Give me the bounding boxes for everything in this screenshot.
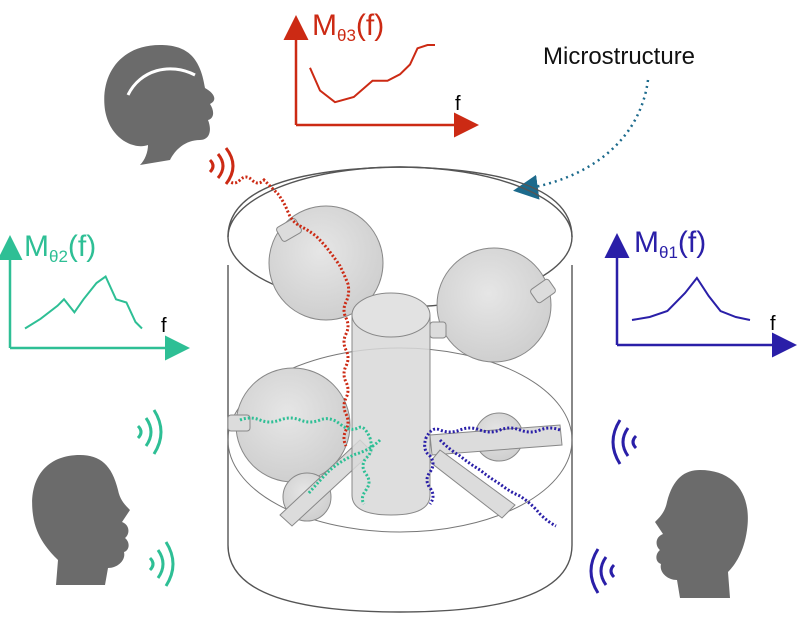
- head-speaking-right-icon: [655, 470, 748, 598]
- plot-theta3-title: Mθ3(f): [312, 9, 384, 45]
- wave-blue: [423, 426, 561, 528]
- plot-theta1-title: Mθ1(f): [634, 226, 706, 262]
- sphere-top-right: [436, 247, 552, 363]
- plot-theta1-curve: [631, 276, 751, 321]
- wave-paths: [226, 175, 561, 528]
- plot-theta2: Mθ2(f) f: [0, 230, 190, 361]
- plot-theta1: Mθ1(f) f: [604, 226, 797, 358]
- neck-left: [227, 414, 251, 432]
- sound-wave-icon-blue-lower: [589, 548, 616, 594]
- plot-theta1-x-label: f: [770, 313, 776, 335]
- neck-mid-right: [429, 321, 447, 339]
- wave-red: [226, 175, 351, 447]
- microstructure-label: Microstructure: [543, 43, 695, 70]
- cylinder-outline: [227, 265, 573, 613]
- tube-right: [429, 424, 563, 456]
- central-column-top: [351, 292, 431, 338]
- microstructure-resonators: [227, 205, 563, 527]
- plot-theta3-x-label: f: [455, 93, 461, 115]
- plot-theta2-title: Mθ2(f): [24, 230, 96, 266]
- sound-wave-icon-green-lower: [148, 541, 175, 587]
- plot-theta2-x-label: f: [161, 315, 167, 337]
- neck-top-right: [530, 278, 556, 304]
- sound-wave-icon-green-upper: [136, 409, 163, 455]
- wave-green: [239, 416, 382, 505]
- neck-top-left: [276, 218, 302, 242]
- microstructure-pointer-arrow: [513, 79, 650, 200]
- central-column: [351, 315, 431, 516]
- plot-theta3: Mθ3(f) f: [283, 9, 479, 138]
- tube-lower-right: [429, 449, 516, 519]
- plot-theta3-curve: [309, 44, 435, 104]
- head-side-view-icon: [104, 45, 215, 165]
- plot-theta2-curve: [24, 274, 143, 330]
- sound-wave-icon-red: [208, 147, 235, 185]
- sound-wave-icon-blue-upper: [611, 419, 638, 465]
- head-speaking-left-icon: [32, 455, 130, 585]
